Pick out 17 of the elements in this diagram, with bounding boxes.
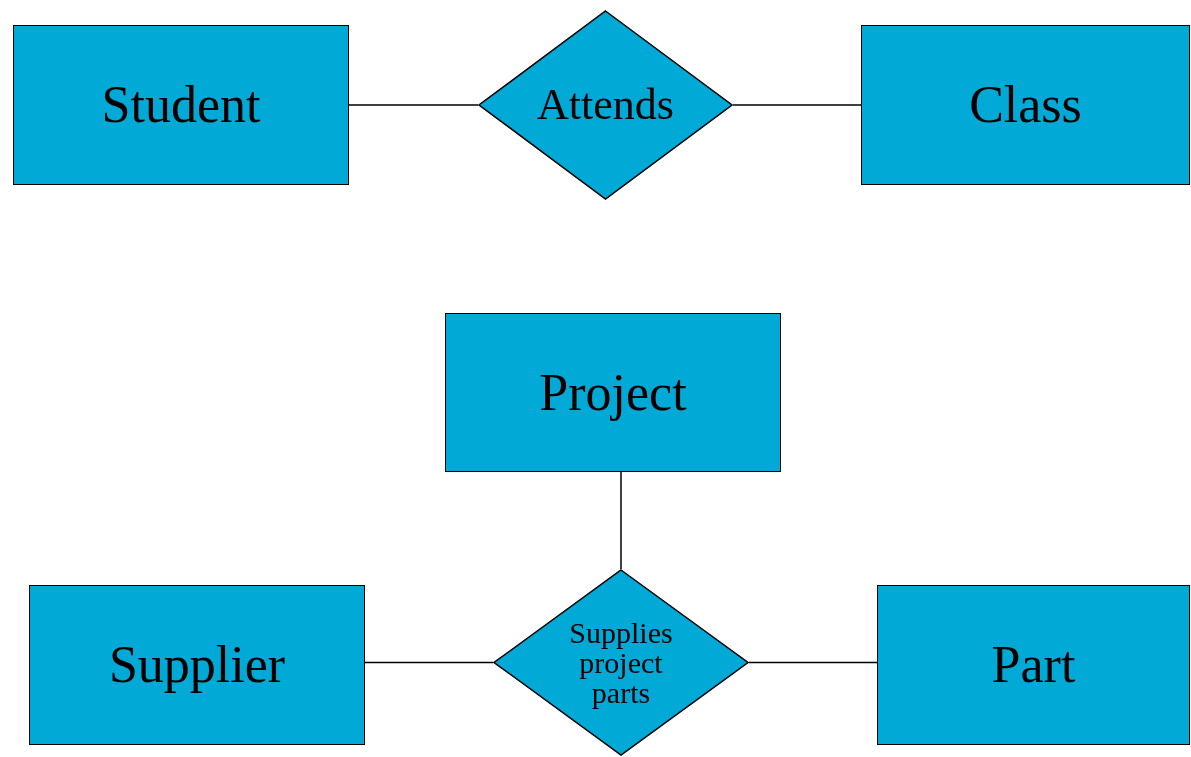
entity-label: Class: [969, 79, 1082, 131]
connector-line: [732, 104, 862, 106]
relationship-label: Attends: [537, 83, 674, 127]
connector-line: [620, 471, 622, 570]
entity-box: [445, 313, 781, 472]
entity-box: [877, 585, 1190, 745]
connector-line: [348, 104, 479, 106]
connector-line: [748, 661, 878, 664]
entity-label: Project: [539, 366, 687, 419]
relationship-label: Supplies project parts: [568, 617, 674, 708]
entity-label: Part: [991, 639, 1076, 691]
entity-box: [13, 25, 349, 185]
entity-box: [29, 585, 365, 745]
entity-label: Student: [101, 79, 261, 131]
entity-label: Supplier: [108, 639, 286, 691]
connector-line: [364, 661, 494, 664]
entity-box: [861, 25, 1190, 185]
